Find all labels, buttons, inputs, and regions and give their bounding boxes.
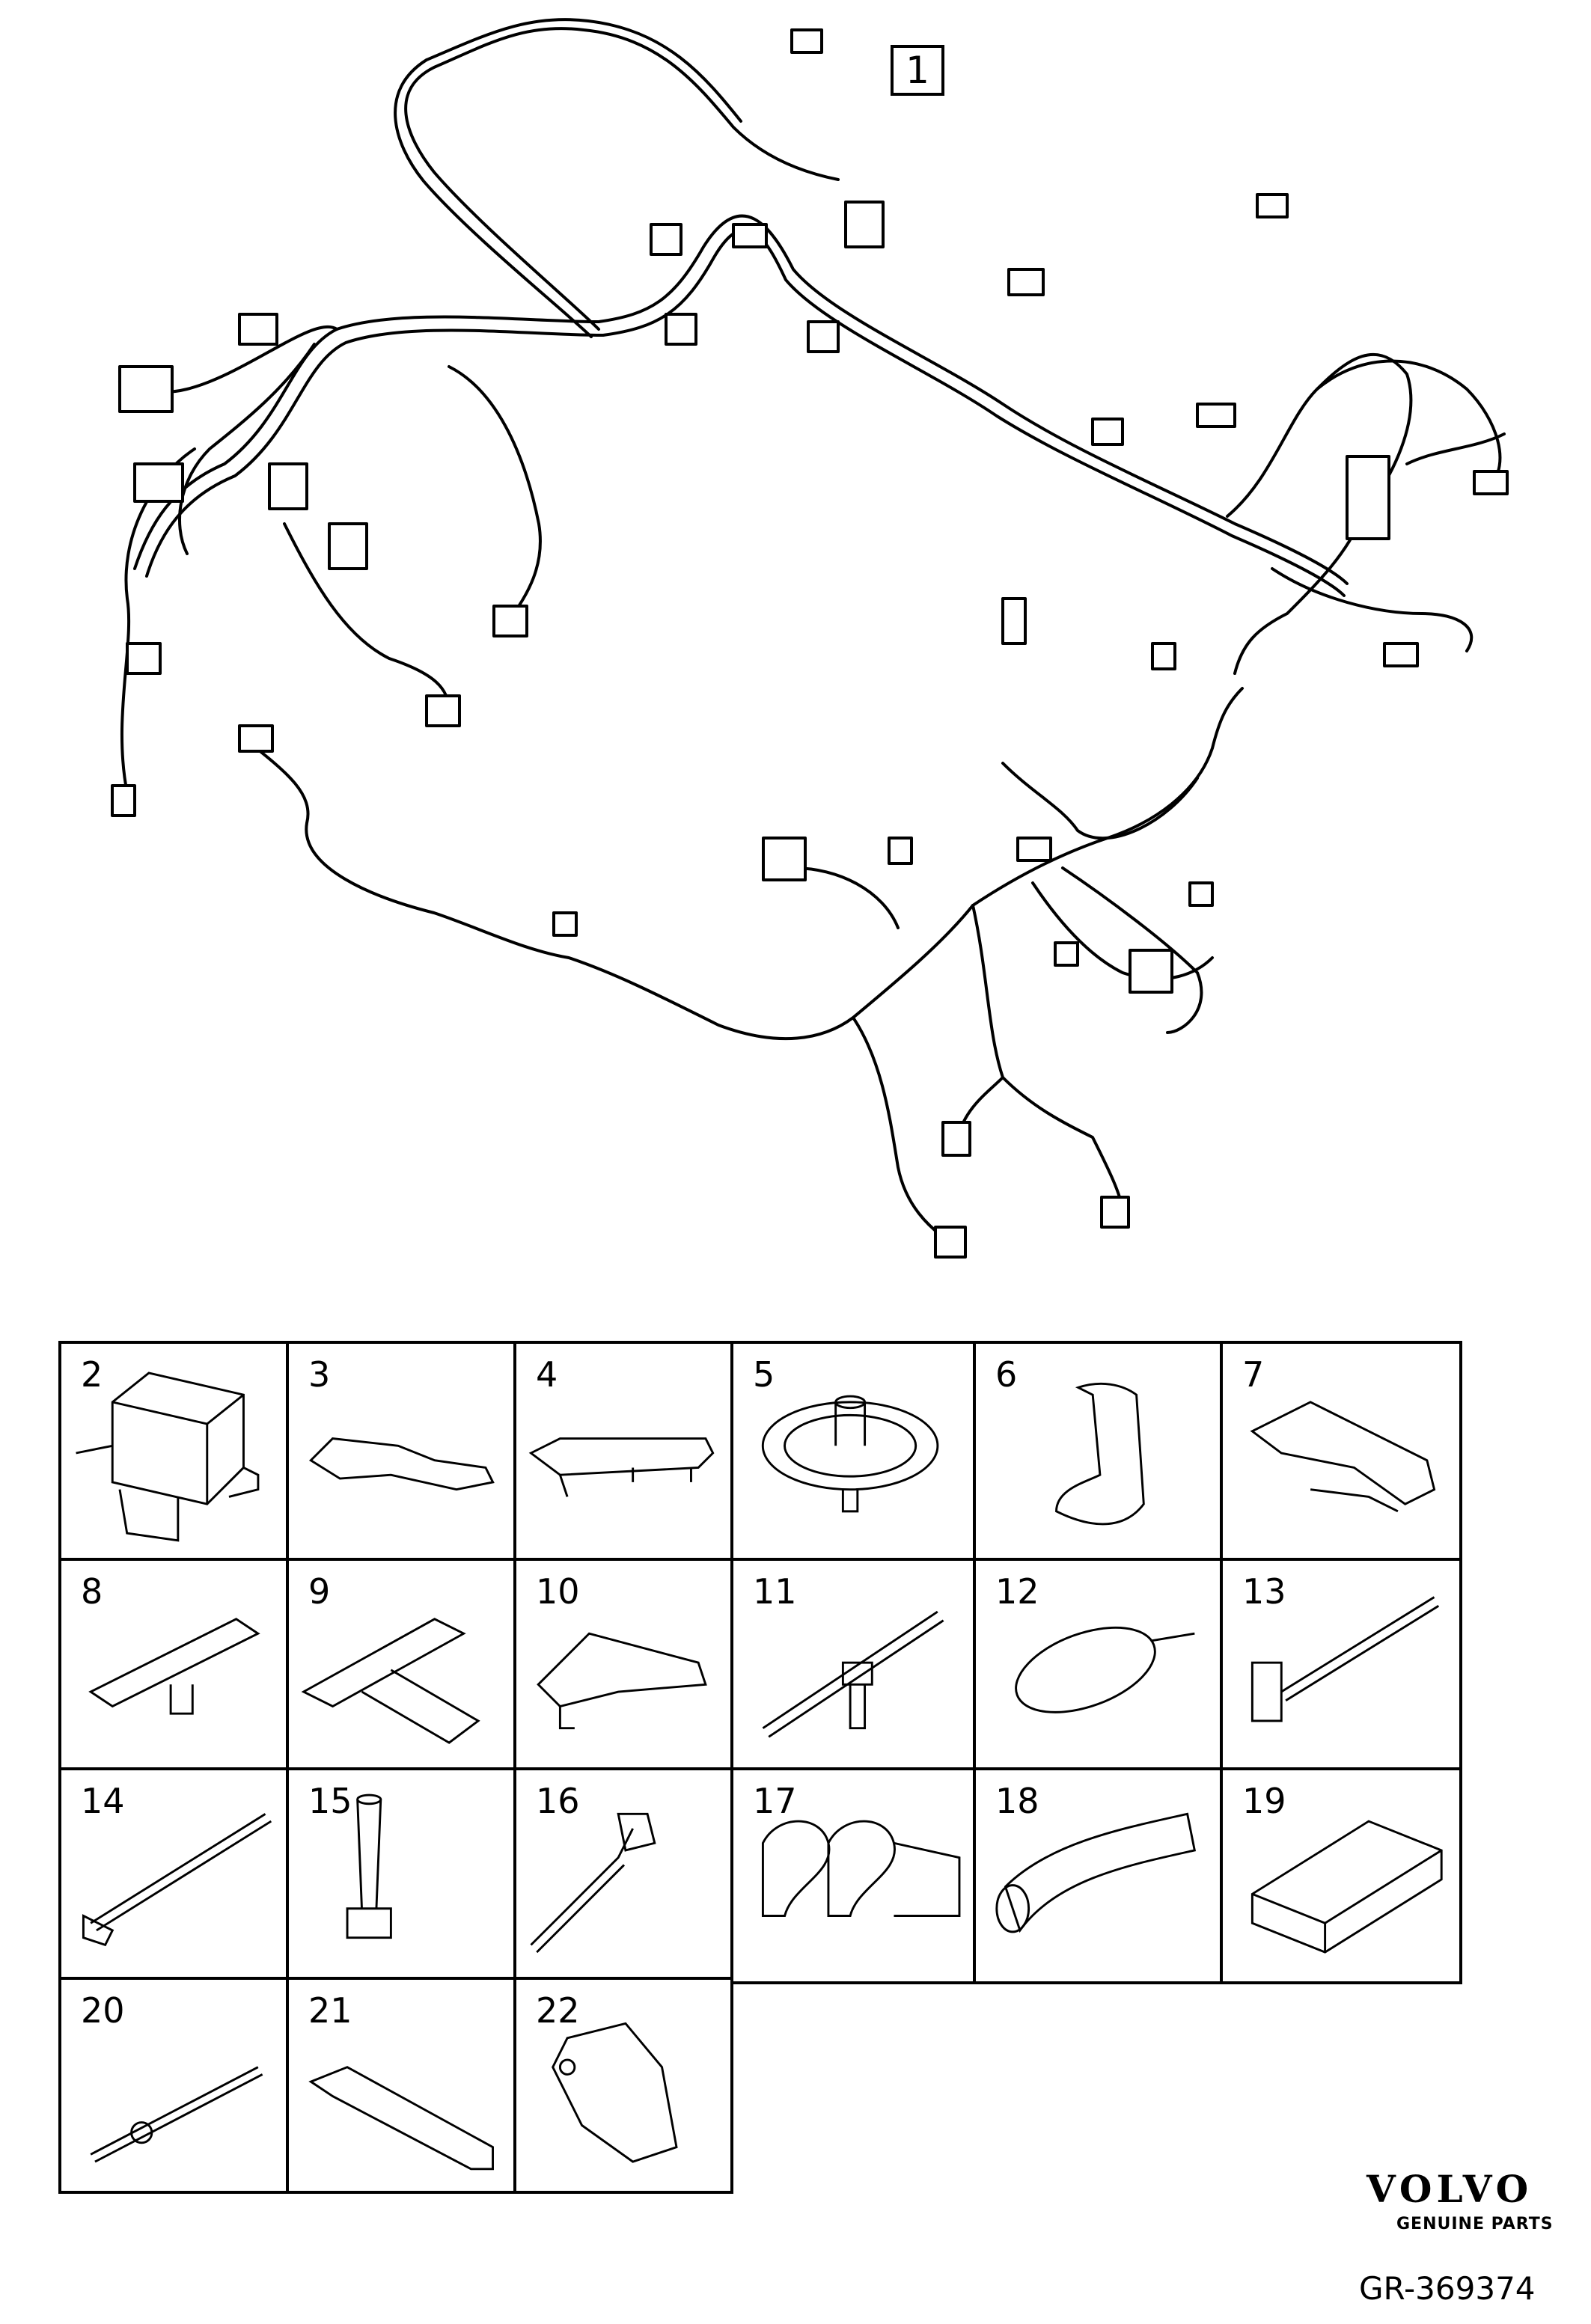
part-cell-3[interactable]: 3 [286,1341,516,1565]
parts-row-4: 20 21 22 [58,1977,733,2194]
cable-tie-push-mount-icon [530,1812,656,1954]
cable-tie-anchor-icon [762,1610,944,1738]
bracket-icon [528,1437,715,1497]
diagram-code: GR-369374 [1359,2270,1536,2307]
cable-tie-screw-mount-icon [90,2066,263,2163]
part-cell-2[interactable]: 2 [58,1341,289,1565]
fuse-box-cover-icon [1250,1820,1443,1954]
part-cell-12[interactable]: 12 [973,1558,1223,1775]
part-number: 16 [536,1781,580,1821]
cable-tie-clip-icon [82,1813,272,1947]
volvo-logo-text: VOLVO [1366,2167,1533,2211]
part-cell-10[interactable]: 10 [513,1558,733,1775]
part-number: 7 [1242,1354,1265,1395]
part-cell-16[interactable]: 16 [513,1767,733,1984]
part-cell-4[interactable]: 4 [513,1341,733,1565]
elbow-tube-icon [1055,1382,1145,1526]
part-number: 10 [536,1571,580,1612]
connector-set [111,28,1509,1259]
part-number: 4 [536,1354,558,1395]
part-number: 20 [81,1990,125,2031]
part-cell-18[interactable]: 18 [973,1767,1223,1984]
mounting-bracket-icon [552,2022,678,2163]
part-cell-15[interactable]: 15 [286,1767,516,1984]
cable-holder-icon [537,1632,707,1730]
part-cell-22[interactable]: 22 [513,1977,733,2194]
part-cell-5[interactable]: 5 [730,1341,976,1565]
part-number: 5 [753,1354,775,1395]
part-number: 11 [753,1571,797,1612]
part-cell-17[interactable]: 17 [730,1767,976,1984]
part-cell-13[interactable]: 13 [1220,1558,1462,1775]
part-cell-6[interactable]: 6 [973,1341,1223,1565]
parts-row-2: 8 9 10 11 [58,1558,1462,1775]
part-cell-8[interactable]: 8 [58,1558,289,1775]
part-cell-9[interactable]: 9 [286,1558,516,1775]
part-number: 22 [536,1990,580,2031]
cable-tie-loop-icon [1015,1626,1195,1713]
pipe-clip-icon [761,1820,961,1917]
clip-icon [308,1437,495,1491]
part-cell-14[interactable]: 14 [58,1767,289,1984]
part-cell-20[interactable]: 20 [58,1977,289,2194]
cable-tie-mount-icon [1250,1596,1440,1722]
harness-upper-loop [404,27,840,331]
harness-right-branch [1226,352,1413,675]
strap-clip-icon [308,2066,494,2171]
harness-channel-icon [1250,1401,1436,1513]
relay-icon [76,1372,260,1542]
part-number: 2 [81,1354,103,1395]
rail-clip-icon [88,1618,260,1715]
part-number: 12 [995,1571,1039,1612]
grommet-icon [761,1395,939,1513]
wide-clip-icon [301,1618,480,1744]
part-number: 8 [81,1571,103,1612]
main-harness-callout: 1 [891,45,944,96]
harness-main-trunk [133,214,1349,597]
part-number: 15 [308,1781,352,1821]
part-number: 14 [81,1781,125,1821]
part-number: 3 [308,1354,331,1395]
part-number: 9 [308,1571,331,1612]
wiring-harness-illustration [111,18,1509,1259]
part-number: 13 [1242,1571,1286,1612]
part-cell-19[interactable]: 19 [1220,1767,1462,1984]
part-number: 17 [753,1781,797,1821]
part-number: 21 [308,1990,352,2031]
harness-lower-branch [245,687,1244,1041]
part-cell-21[interactable]: 21 [286,1977,516,2194]
part-cell-7[interactable]: 7 [1220,1341,1462,1565]
corrugated-tube-icon [995,1812,1197,1933]
boot-plug-icon [346,1794,392,1939]
part-number: 19 [1242,1781,1286,1821]
part-number: 18 [995,1781,1039,1821]
part-number: 6 [995,1354,1018,1395]
parts-row-3: 14 15 16 17 [58,1767,1462,1984]
genuine-parts-text: GENUINE PARTS [1396,2215,1554,2233]
parts-row-1: 2 3 4 5 [58,1341,1462,1565]
part-cell-11[interactable]: 11 [730,1558,976,1775]
